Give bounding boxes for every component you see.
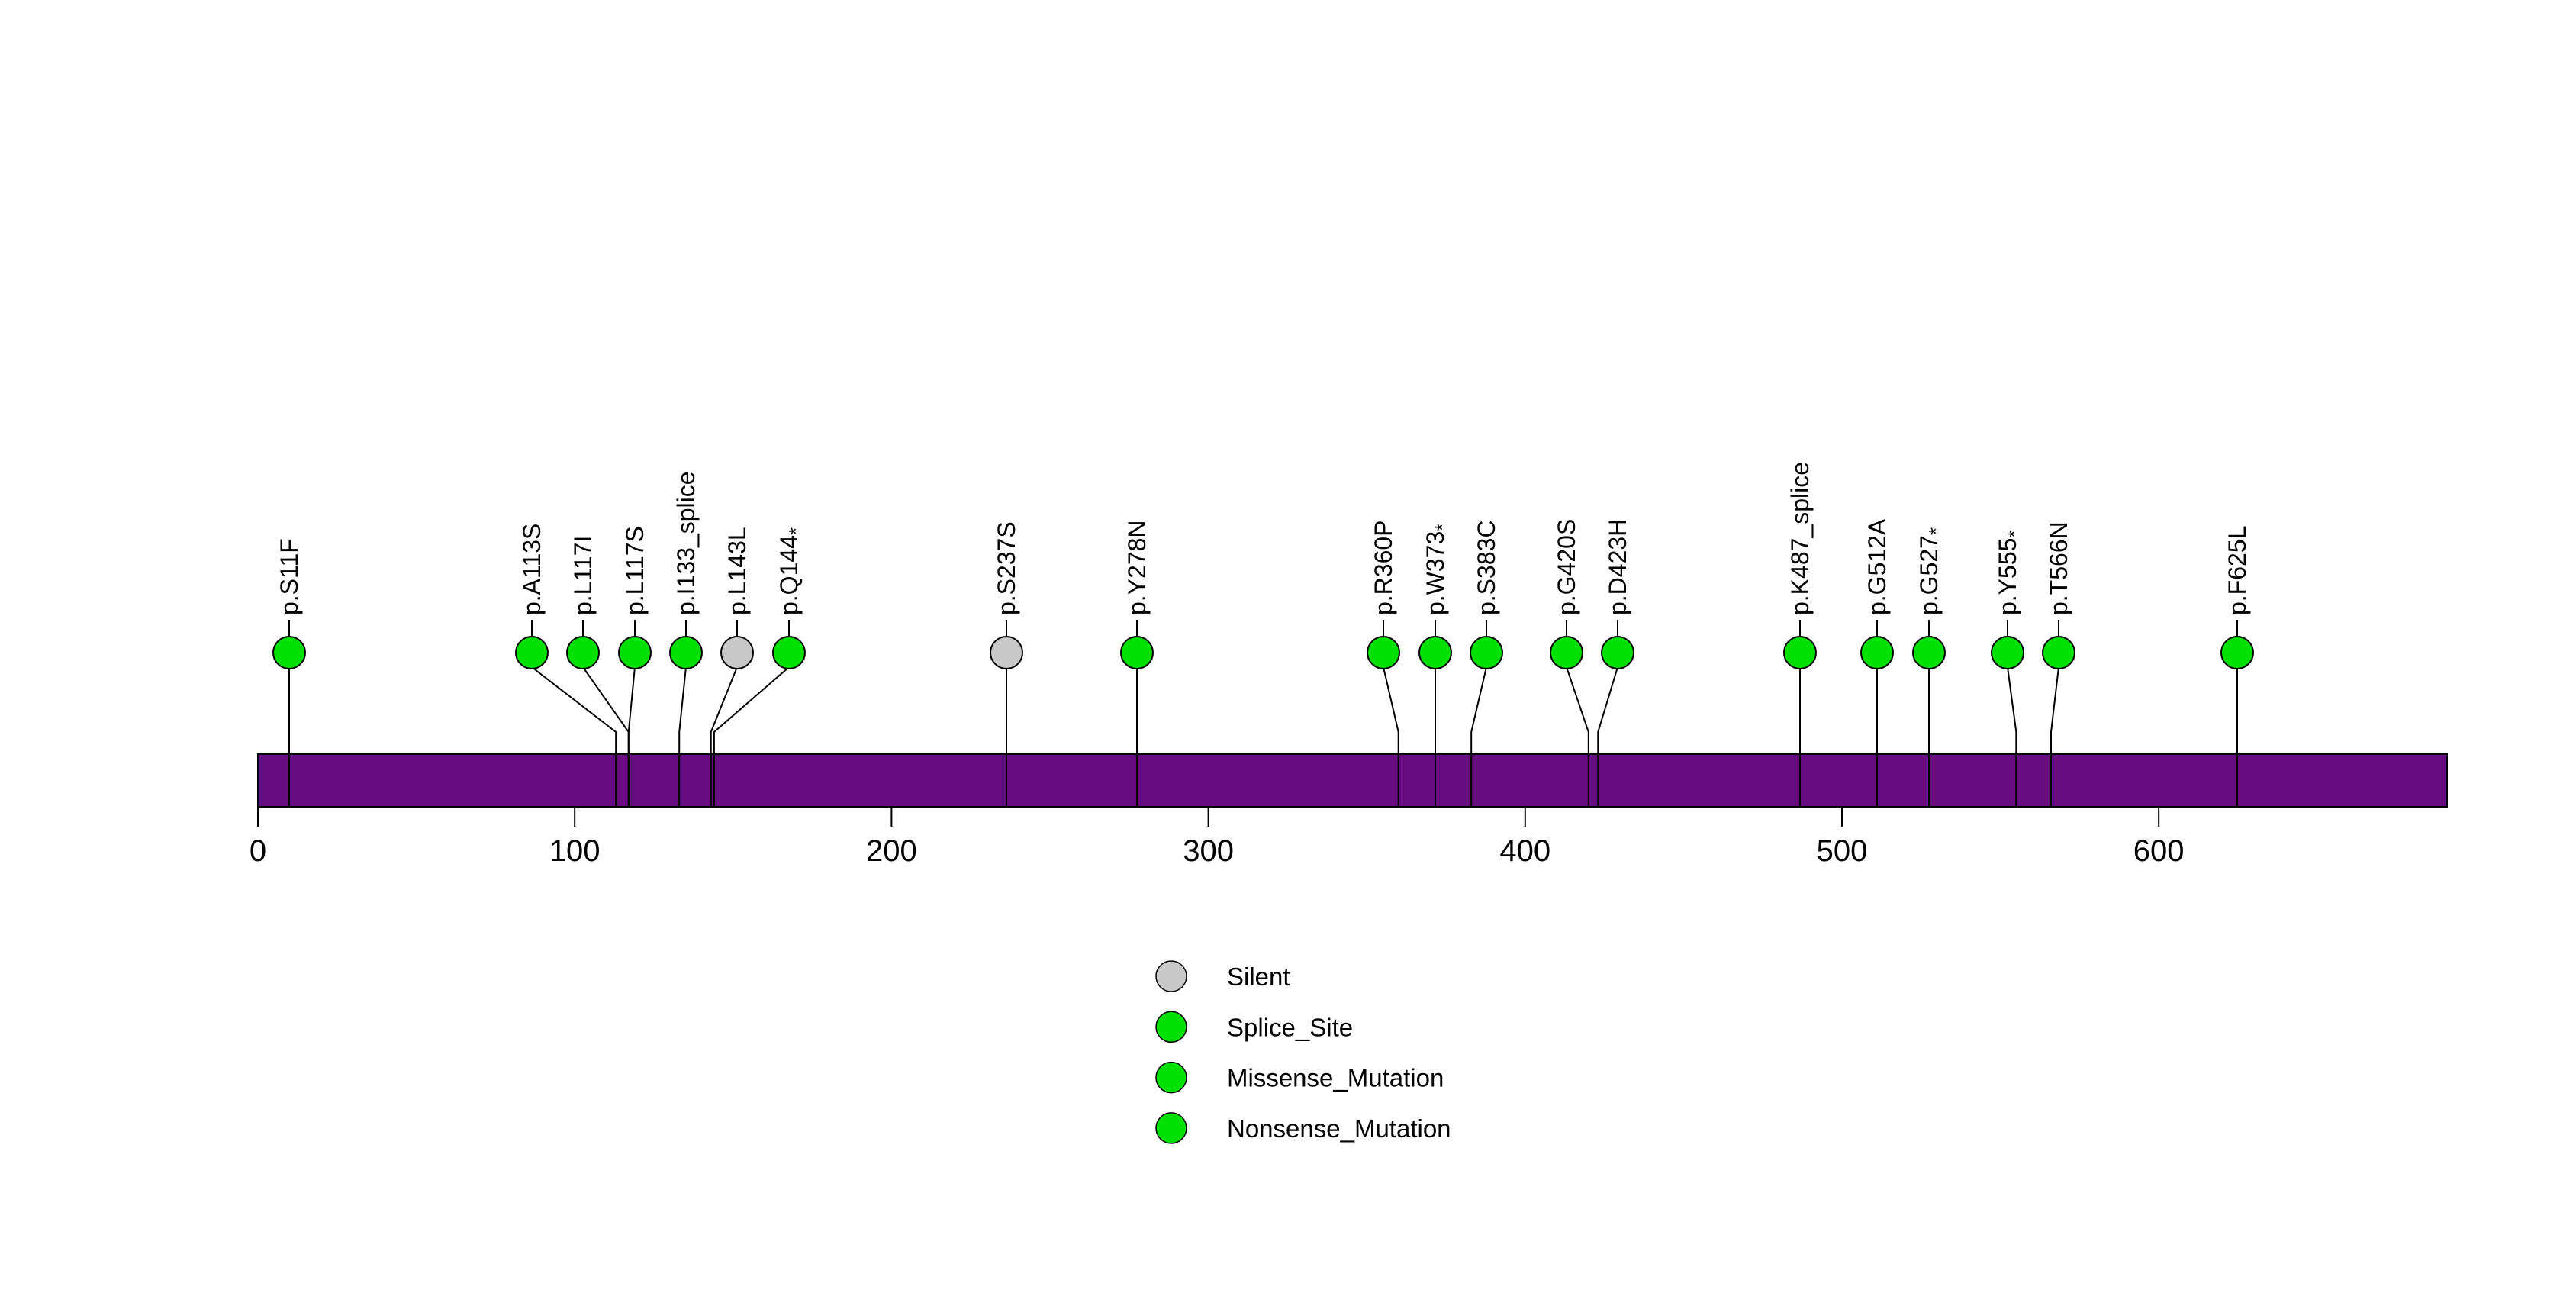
mutation-point [1470,636,1503,669]
mutation-point [272,636,306,669]
legend-marker [1155,960,1187,992]
legend-marker [1155,1011,1187,1043]
mutation-point [2042,636,2075,669]
mutation-point [1418,636,1452,669]
mutation-point [1860,636,1894,669]
mutation-point [1367,636,1400,669]
lollipop-heads [272,636,2254,669]
legend-item-label: Missense_Mutation [1227,1064,1444,1092]
mutation-stem [678,666,687,806]
mutation-label: p.G512A [1863,518,1891,615]
mutation-label: p.R360P [1370,520,1397,615]
mutation-stem [2050,666,2059,806]
axis-tick-label: 100 [549,834,601,868]
mutation-label: p.L143L [723,527,751,615]
mutation-stem [531,666,617,806]
mutation-label: p.Y555* [1994,530,2026,615]
mutation-label: p.S11F [275,538,303,615]
mutation-point [515,636,549,669]
legend-item-label: Silent [1227,963,1290,991]
mutation-point [2220,636,2254,669]
legend-item-label: Splice_Site [1227,1013,1353,1041]
mutation-label: p.G527* [1915,527,1947,615]
mutation-stem [1597,666,1618,806]
mutation-label: p.W373* [1422,524,1454,615]
axis-tick-label: 0 [250,834,266,868]
mutation-point [669,636,703,669]
mutation-stem [713,666,790,806]
legend-marker [1155,1112,1187,1144]
mutation-point [1991,636,2024,669]
mutation-stem [2007,666,2017,806]
protein-backbone [257,753,2448,808]
mutation-point [1912,636,1946,669]
mutation-label: p.K487_splice [1786,462,1814,615]
mutation-label: p.D423H [1604,519,1631,615]
mutation-label: p.A113S [518,524,546,615]
mutation-point [618,636,652,669]
mutation-label: p.S383C [1473,520,1500,615]
axis-tick-label: 200 [866,834,917,868]
axis-tick-label: 500 [1817,834,1868,868]
mutation-stem [1566,666,1589,806]
mutation-stem [627,666,636,806]
mutation-point [1120,636,1154,669]
mutation-label: p.L117I [569,536,597,615]
lollipop-stems [288,620,2238,806]
mutation-stem [1470,666,1487,806]
mutation-stem [710,666,738,806]
mutation-point [1783,636,1817,669]
mutation-point [990,636,1023,669]
legend-item-label: Nonsense_Mutation [1227,1114,1451,1143]
mutation-label: p.L117S [621,526,649,615]
mutation-label: p.S237S [993,521,1020,615]
mutation-label: p.G420S [1553,519,1580,615]
mutation-label: p.F625L [2223,526,2251,615]
legend-marker [1155,1061,1187,1094]
legend: SilentSplice_SiteMissense_MutationNonsen… [1155,960,1451,1144]
mutation-stem [1383,666,1399,806]
axis: 0 100 200 300 400 500 600 [250,807,2185,868]
mutation-label: p.Y278N [1123,520,1151,615]
mutation-point [566,636,600,669]
mutation-point [1601,636,1634,669]
mutation-labels: p.S11F p.A113S p.L117I p.L117S p.I133_splice… [275,462,2251,615]
mutation-point [1550,636,1583,669]
mutation-label: p.T566N [2045,521,2072,615]
axis-tick-label: 400 [1499,834,1550,868]
mutation-label: p.I133_splice [672,471,700,615]
axis-tick-label: 600 [2133,834,2185,868]
axis-tick-label: 300 [1183,834,1234,868]
mutation-label: p.Q144* [775,527,807,615]
mutation-point [772,636,806,669]
mutation-point [720,636,754,669]
